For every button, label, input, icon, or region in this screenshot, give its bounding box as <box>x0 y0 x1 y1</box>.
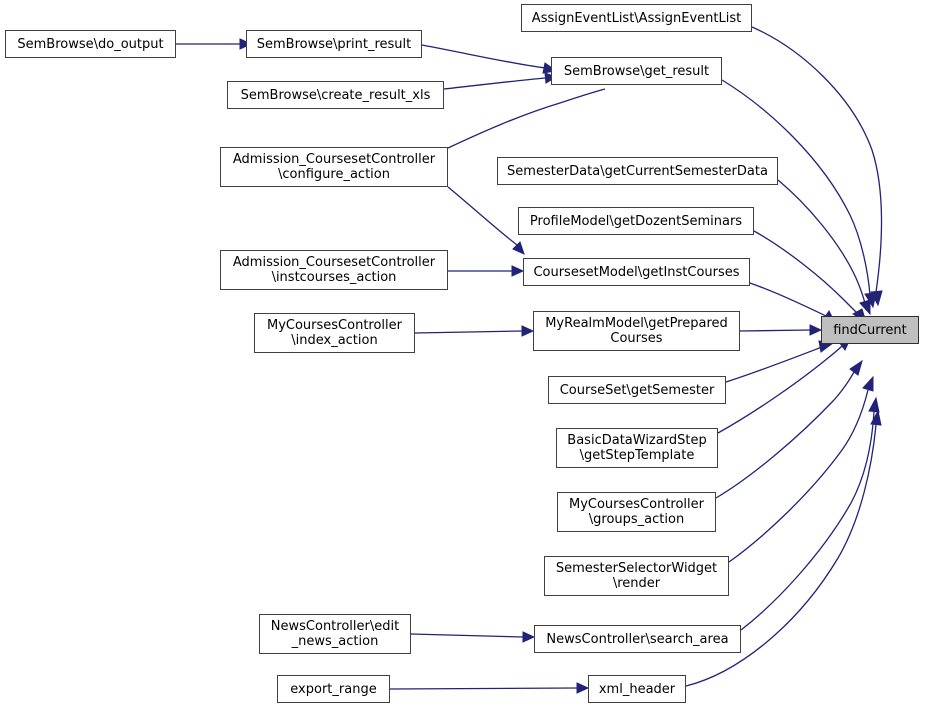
arrowhead-get_result-to-findcurrent <box>864 292 877 309</box>
edge-dozentseminars-to-findcurrent <box>753 230 859 315</box>
edge-export_range-to-xml_header <box>389 687 578 690</box>
graph-node-label: CourseSet\getSemester <box>559 382 715 398</box>
arrowhead-groups_action-to-findcurrent <box>849 359 863 376</box>
graph-node-getinstcourses[interactable]: CoursesetModel\getInstCourses <box>523 258 750 286</box>
edge-edit_news_action-to-search_area <box>410 633 524 638</box>
graph-node-label: NewsController\edit _news_action <box>270 619 400 649</box>
graph-node-assign_event[interactable]: AssignEventList\AssignEventList <box>521 4 752 32</box>
graph-node-index_action[interactable]: MyCoursesController \index_action <box>254 313 415 353</box>
edge-print_result-to-get_result <box>421 44 546 69</box>
graph-node-label: CoursesetModel\getInstCourses <box>533 264 740 280</box>
arrowhead-configure_action-to-getinstcourses <box>512 241 525 255</box>
edge-groups_action-to-findcurrent <box>715 371 855 499</box>
graph-node-xml_header[interactable]: xml_header <box>588 675 686 703</box>
arrowhead-selectorwidget-to-findcurrent <box>862 375 874 392</box>
arrowhead-xml_header-to-findcurrent <box>870 409 882 426</box>
edge-getinstcourses-to-findcurrent <box>749 282 827 317</box>
graph-node-label: findCurrent <box>833 322 907 338</box>
graph-node-search_area[interactable]: NewsController\search_area <box>534 625 741 653</box>
graph-node-label: Admission_CoursesetController \instcours… <box>232 255 436 285</box>
graph-node-label: SemBrowse\create_result_xls <box>240 87 431 103</box>
edge-search_area-to-findcurrent <box>740 411 875 631</box>
graph-node-semesterdata[interactable]: SemesterData\getCurrentSemesterData <box>497 157 778 185</box>
graph-node-create_result_xls[interactable]: SemBrowse\create_result_xls <box>227 81 444 109</box>
graph-node-edit_news_action[interactable]: NewsController\edit _news_action <box>259 614 411 654</box>
graph-node-label: AssignEventList\AssignEventList <box>531 10 742 26</box>
edge-selectorwidget-to-findcurrent <box>728 389 869 563</box>
graph-node-selectorwidget[interactable]: SemesterSelectorWidget \render <box>544 556 729 596</box>
graph-node-get_result[interactable]: SemBrowse\get_result <box>551 57 722 85</box>
graph-node-findcurrent[interactable]: findCurrent <box>821 316 919 344</box>
edge-create_result_xls-to-get_result <box>443 77 546 90</box>
graph-node-do_output[interactable]: SemBrowse\do_output <box>5 30 176 58</box>
graph-node-instcourses_action[interactable]: Admission_CoursesetController \instcours… <box>220 250 448 290</box>
arrowhead-preparedcourses-to-findcurrent <box>809 324 823 336</box>
graph-node-groups_action[interactable]: MyCoursesController \groups_action <box>557 492 716 532</box>
graph-node-label: xml_header <box>598 681 676 697</box>
graph-node-preparedcourses[interactable]: MyRealmModel\getPrepared Courses <box>533 311 740 351</box>
graph-node-getsemester[interactable]: CourseSet\getSemester <box>548 376 726 404</box>
arrowhead-assign_event-to-findcurrent <box>870 290 883 307</box>
graph-node-label: export_range <box>290 681 377 697</box>
graph-node-label: ProfileModel\getDozentSeminars <box>529 213 743 229</box>
graph-node-print_result[interactable]: SemBrowse\print_result <box>246 30 422 58</box>
arrowhead-semesterdata-to-findcurrent <box>859 299 871 316</box>
arrowhead-export_range-to-xml_header <box>576 682 590 694</box>
graph-node-label: SemBrowse\do_output <box>17 36 164 52</box>
graph-node-label: BasicDataWizardStep \getStepTemplate <box>567 433 707 463</box>
edge-preparedcourses-to-findcurrent <box>739 329 811 332</box>
graph-node-label: SemesterSelectorWidget \render <box>555 561 718 591</box>
graph-node-label: SemBrowse\print_result <box>256 36 412 52</box>
edge-getsemester-to-findcurrent <box>725 346 823 383</box>
graph-node-label: MyCoursesController \index_action <box>266 318 402 348</box>
edge-configure_action-to-getinstcourses <box>447 186 518 246</box>
arrowhead-edit_news_action-to-search_area <box>522 631 536 643</box>
edge-semesterdata-to-findcurrent <box>777 179 866 304</box>
graph-node-dozentseminars[interactable]: ProfileModel\getDozentSeminars <box>518 207 754 235</box>
graph-node-configure_action[interactable]: Admission_CoursesetController \configure… <box>220 147 448 187</box>
graph-node-label: SemBrowse\get_result <box>563 63 710 79</box>
graph-node-label: MyRealmModel\getPrepared Courses <box>545 316 728 346</box>
arrowhead-index_action-to-preparedcourses <box>521 325 535 337</box>
graph-node-label: MyCoursesController \groups_action <box>568 497 704 527</box>
arrowhead-instcourses_action-to-getinstcourses <box>511 265 525 277</box>
graph-node-wizardstep[interactable]: BasicDataWizardStep \getStepTemplate <box>556 428 718 468</box>
graph-node-label: NewsController\search_area <box>546 631 729 647</box>
arrowhead-search_area-to-findcurrent <box>868 396 880 413</box>
graph-node-label: SemesterData\getCurrentSemesterData <box>507 163 768 179</box>
graph-node-export_range[interactable]: export_range <box>277 675 390 703</box>
edge-index_action-to-preparedcourses <box>414 330 523 334</box>
edge-wizardstep-to-findcurrent <box>717 345 843 434</box>
graph-node-label: Admission_CoursesetController \configure… <box>232 152 436 182</box>
edge-configure_action-to-get_result <box>447 88 606 149</box>
